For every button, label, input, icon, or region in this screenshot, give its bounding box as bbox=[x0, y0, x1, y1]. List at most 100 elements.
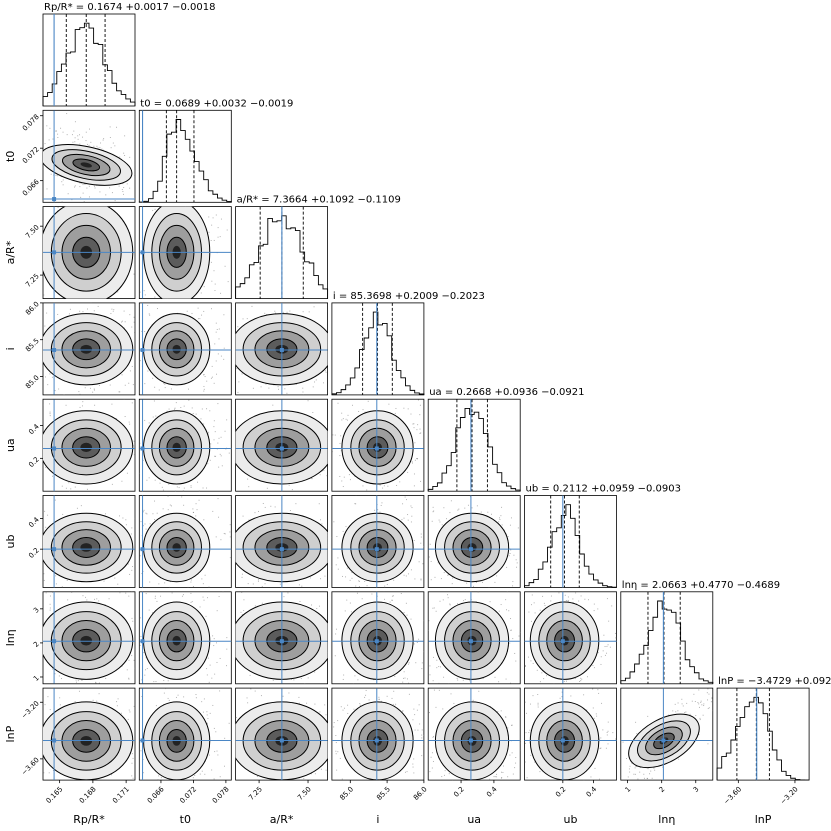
sample-point bbox=[206, 487, 208, 489]
sample-point bbox=[135, 374, 136, 375]
density-level-4 bbox=[172, 543, 181, 552]
sample-point bbox=[355, 495, 357, 496]
sample-point bbox=[174, 407, 176, 409]
sample-point bbox=[72, 589, 73, 590]
sample-point bbox=[159, 590, 160, 591]
density-body bbox=[428, 495, 521, 588]
sample-point bbox=[329, 621, 330, 622]
sample-point bbox=[283, 596, 285, 598]
sample-point bbox=[199, 318, 201, 320]
sample-point bbox=[154, 597, 156, 599]
sample-point bbox=[183, 487, 185, 489]
sample-point bbox=[57, 136, 59, 138]
density-body bbox=[38, 206, 135, 307]
sample-point bbox=[121, 189, 123, 191]
truth-marker bbox=[279, 348, 284, 353]
sample-point bbox=[42, 634, 43, 635]
sample-point bbox=[190, 592, 192, 594]
y-tick-label: 3 bbox=[32, 606, 41, 615]
sample-point bbox=[246, 318, 248, 320]
sample-point bbox=[407, 471, 409, 473]
sample-point bbox=[152, 416, 154, 418]
sample-point bbox=[175, 490, 177, 492]
sample-point bbox=[40, 131, 41, 132]
sample-point bbox=[224, 430, 226, 432]
sample-point bbox=[38, 437, 39, 438]
sample-point bbox=[302, 391, 304, 393]
sample-point bbox=[52, 138, 54, 140]
sample-point bbox=[325, 371, 327, 373]
sample-point bbox=[136, 579, 137, 580]
sample-point bbox=[20, 461, 21, 462]
sample-point bbox=[205, 615, 207, 617]
sample-point bbox=[41, 306, 42, 307]
sample-point bbox=[45, 526, 47, 528]
sample-point bbox=[148, 609, 150, 611]
sample-point bbox=[251, 685, 252, 686]
sample-point bbox=[122, 193, 124, 195]
sample-point bbox=[509, 524, 511, 526]
sample-point bbox=[242, 396, 243, 397]
sample-point bbox=[124, 321, 126, 323]
sample-point bbox=[186, 310, 188, 312]
sample-point bbox=[60, 176, 62, 178]
sample-point bbox=[312, 386, 314, 388]
sample-point bbox=[95, 681, 97, 683]
sample-point bbox=[232, 662, 233, 663]
density-panel-5-4 bbox=[427, 495, 521, 588]
sample-point bbox=[49, 603, 51, 605]
sample-point bbox=[203, 286, 205, 288]
sample-point bbox=[163, 680, 165, 682]
sample-point bbox=[213, 439, 215, 441]
sample-point bbox=[220, 539, 222, 541]
density-panel-4-0 bbox=[20, 398, 136, 492]
sample-point bbox=[490, 513, 492, 515]
density-level-4 bbox=[172, 635, 181, 646]
sample-point bbox=[38, 209, 39, 210]
sample-point bbox=[82, 136, 84, 138]
sample-point bbox=[192, 413, 194, 415]
sample-point bbox=[159, 482, 161, 484]
sample-point bbox=[88, 144, 90, 146]
sample-point bbox=[94, 598, 96, 600]
sample-point bbox=[214, 283, 216, 285]
sample-point bbox=[227, 281, 229, 283]
hist-step bbox=[427, 407, 521, 492]
sample-point bbox=[178, 487, 180, 489]
sample-point bbox=[340, 450, 342, 452]
sample-point bbox=[129, 156, 131, 158]
sample-point bbox=[417, 399, 419, 401]
sample-point bbox=[33, 363, 34, 364]
sample-point bbox=[410, 505, 412, 507]
sample-point bbox=[411, 461, 413, 463]
sample-point bbox=[51, 376, 53, 378]
y-tick-label: 1 bbox=[32, 674, 41, 683]
sample-point bbox=[286, 392, 288, 394]
sample-point bbox=[214, 431, 216, 433]
sample-point bbox=[123, 310, 125, 312]
sample-point bbox=[33, 144, 34, 145]
sample-point bbox=[128, 595, 130, 597]
sample-point bbox=[223, 358, 225, 360]
sample-point bbox=[103, 589, 104, 590]
sample-point bbox=[323, 470, 325, 472]
sample-point bbox=[19, 133, 20, 134]
sample-point bbox=[295, 300, 296, 301]
sample-point bbox=[320, 519, 322, 521]
sample-point bbox=[407, 573, 409, 575]
sample-point bbox=[355, 585, 357, 587]
sample-point bbox=[49, 127, 51, 129]
sample-point bbox=[94, 404, 96, 406]
sample-point bbox=[77, 135, 79, 137]
sample-point bbox=[137, 631, 138, 632]
sample-point bbox=[326, 475, 328, 477]
sample-point bbox=[218, 596, 220, 598]
sample-point bbox=[506, 566, 508, 568]
sample-point bbox=[217, 236, 219, 238]
sample-point bbox=[12, 317, 13, 318]
density-body bbox=[235, 399, 328, 492]
hist-panel-3: i = 85.3698 +0.2009 −0.2023 bbox=[331, 291, 485, 396]
sample-point bbox=[110, 147, 112, 149]
sample-point bbox=[56, 130, 58, 132]
sample-point bbox=[69, 589, 70, 590]
